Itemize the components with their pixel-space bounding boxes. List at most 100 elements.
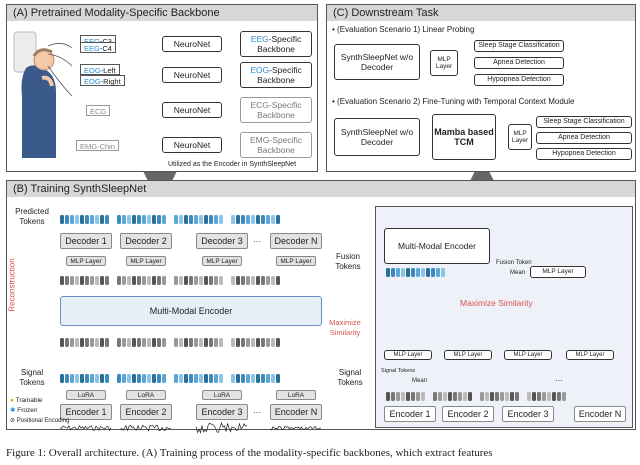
decoder-1: Decoder 1 [60,233,112,249]
token [132,276,136,285]
token [117,338,121,347]
token [468,392,472,401]
legend-frozen: ✱ Frozen [10,407,38,414]
inset-ellipsis: ··· [555,376,563,385]
token [547,392,551,401]
token [65,276,69,285]
lora-3: LoRA [202,390,242,400]
token [199,338,203,347]
token [251,374,255,383]
signal-tokens-label: Signal Tokens [19,368,45,387]
token [147,276,151,285]
token [174,215,178,224]
token [189,374,193,383]
decoder-3: Decoder 3 [196,233,248,249]
token [256,338,260,347]
token [137,374,141,383]
token [75,338,79,347]
token [241,374,245,383]
token [436,268,440,277]
neuronet-ecg: NeuroNet [162,102,222,118]
neuronet-eog: NeuroNet [162,67,222,83]
token [276,215,280,224]
token [396,392,400,401]
token [162,215,166,224]
token [117,276,121,285]
token [251,215,255,224]
token [443,392,447,401]
token [271,338,275,347]
token [184,374,188,383]
inset-mlp-top: MLP Layer [530,266,586,278]
token [209,215,213,224]
synthsleepnet-box-1: SynthSleepNet w/o Decoder [334,44,420,80]
encoder-ellipsis: ··· [253,408,261,417]
token [266,374,270,383]
token [527,392,531,401]
inset-mean-1: Mean [412,378,428,384]
token [562,392,566,401]
token [122,276,126,285]
encoder-3: Encoder 3 [196,404,248,420]
token [80,276,84,285]
token [386,392,390,401]
flame-icon: ● [10,397,14,404]
token [189,338,193,347]
token [60,276,64,285]
token [75,374,79,383]
token [261,338,265,347]
token [542,392,546,401]
legend-positional: ⊘ Positional Encoding [10,418,70,424]
inset-encoder-2: Encoder 2 [442,406,494,422]
token [85,215,89,224]
token [90,374,94,383]
inset-encoder-n: Encoder N [574,406,626,422]
token [532,392,536,401]
token [95,276,99,285]
channel-eog-left: EOG-Left [80,64,120,75]
token [122,338,126,347]
token [60,215,64,224]
token [147,374,151,383]
token [209,276,213,285]
token [256,215,260,224]
token [490,392,494,401]
inset-mlp-1: MLP Layer [384,350,432,360]
token [433,392,437,401]
predicted-tokens-label: Predicted Tokens [15,207,49,226]
fusion-tokens-label: Fusion Tokens [335,252,361,271]
token [80,215,84,224]
encoder-n: Encoder N [270,404,322,420]
lora-1: LoRA [66,390,106,400]
token [204,338,208,347]
token [85,374,89,383]
token [500,392,504,401]
token [75,276,79,285]
token [416,392,420,401]
mamba-tcm-box: Mamba based TCM [432,114,496,160]
token [90,215,94,224]
mlp-box-2: MLP Layer [508,124,532,150]
token [132,338,136,347]
token [416,268,420,277]
token [463,392,467,401]
backbone-ecg: ECG-Specific Backbone [240,97,312,123]
token [100,276,104,285]
token [391,392,395,401]
token [431,268,435,277]
decoder-n: Decoder N [270,233,322,249]
token [189,276,193,285]
token [70,276,74,285]
panel-c-title: (C) Downstream Task [327,5,635,21]
token [256,276,260,285]
inset-encoder-3: Encoder 3 [502,406,554,422]
task-apnea-2: Apnea Detection [536,132,632,144]
token [261,276,265,285]
token [189,215,193,224]
token [162,374,166,383]
token [147,215,151,224]
token [70,338,74,347]
token [236,276,240,285]
token [157,215,161,224]
token [142,276,146,285]
